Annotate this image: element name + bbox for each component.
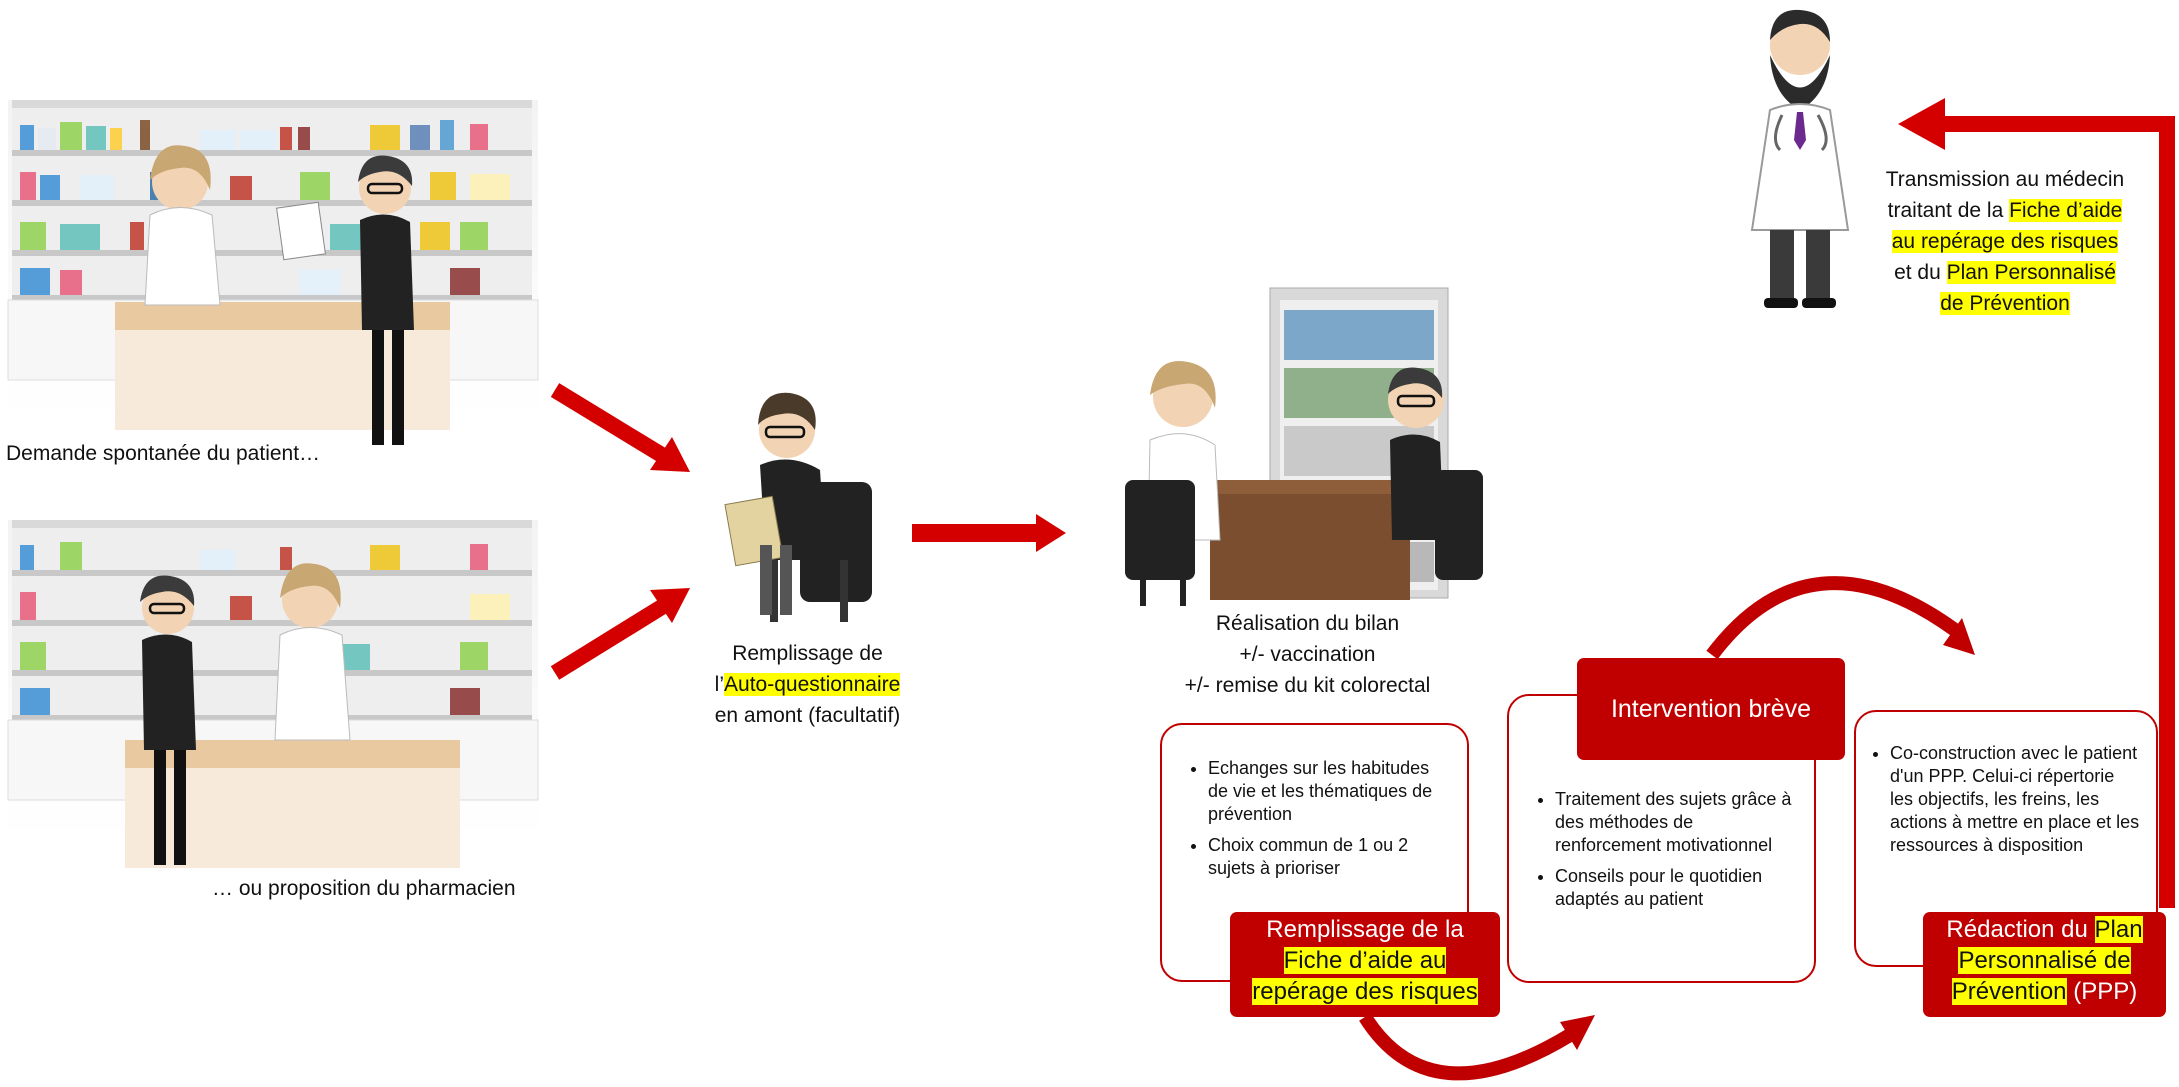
caption-questionnaire-prefix: l’	[714, 673, 725, 696]
ppp-label-line3: Prévention (PPP)	[1923, 976, 2166, 1007]
prevention-highlight: de Prévention	[1940, 292, 2070, 315]
fiche-label-line3: repérage des risques	[1230, 976, 1500, 1007]
arrow-pharmacy1-to-questionnaire	[550, 383, 690, 472]
caption-questionnaire-line1: Remplissage de	[732, 642, 883, 665]
ppp-label: Rédaction du Plan Personnalisé de Préven…	[1923, 912, 2166, 1017]
fiche-label: Remplissage de la Fiche d’aide au repéra…	[1230, 912, 1500, 1017]
caption-transmission-prefix1: traitant de la	[1887, 199, 2010, 222]
caption-transmission-line5: de Prévention	[1875, 288, 2135, 319]
fiche-bullet: Choix commun de 1 ou 2 sujets à priorise…	[1208, 834, 1451, 880]
caption-transmission-line2: traitant de la Fiche d’aide	[1875, 195, 2135, 226]
caption-questionnaire: Remplissage de l’Auto-questionnaire en a…	[690, 638, 925, 731]
reperage-highlight: au repérage des risques	[1891, 230, 2119, 253]
arrow-questionnaire-to-bilan	[912, 514, 1066, 552]
caption-bilan: Réalisation du bilan +/- vaccination +/-…	[1150, 608, 1465, 701]
fiche-highlight: Fiche d’aide	[2009, 199, 2123, 222]
fiche-bullet: Echanges sur les habitudes de vie et les…	[1208, 757, 1451, 826]
fiche-label-line2: Fiche d’aide au	[1230, 945, 1500, 976]
ppp-label-prefix: Rédaction du	[1946, 916, 2095, 943]
caption-transmission-line4: et du Plan Personnalisé	[1875, 257, 2135, 288]
caption-bilan-line3: +/- remise du kit colorectal	[1184, 674, 1431, 697]
caption-proposal: … ou proposition du pharmacien	[212, 877, 516, 900]
arrow-curve-intervention-to-ppp	[1706, 576, 1975, 660]
patient-filling-form-illustration	[724, 392, 872, 622]
ppp-bullet-list: Co-construction avec le patient d'un PPP…	[1856, 712, 2156, 857]
pharmacy-scene-illustration	[7, 520, 539, 868]
fiche-bullet-list: Echanges sur les habitudes de vie et les…	[1162, 725, 1467, 880]
ppp-label-highlight3: Prévention	[1951, 978, 2067, 1005]
intervention-label: Intervention brève	[1577, 658, 1845, 760]
consultation-office-illustration	[1125, 287, 1483, 606]
caption-questionnaire-line2: l’Auto-questionnaire	[690, 669, 925, 700]
caption-transmission-line1: Transmission au médecin	[1885, 168, 2125, 191]
ppp-bullet: Co-construction avec le patient d'un PPP…	[1890, 742, 2142, 857]
doctor-illustration	[1750, 9, 1850, 308]
caption-bilan-line1: Réalisation du bilan	[1215, 612, 1400, 635]
auto-questionnaire-highlight: Auto-questionnaire	[724, 673, 901, 696]
ppp-label-suffix: (PPP)	[2066, 978, 2138, 1005]
caption-bilan-line2: +/- vaccination	[1239, 643, 1376, 666]
ppp-label-highlight1: Plan	[2094, 916, 2143, 943]
fiche-label-highlight2: repérage des risques	[1252, 978, 1478, 1005]
ppp-label-line1: Rédaction du Plan	[1923, 914, 2166, 945]
intervention-bullet: Conseils pour le quotidien adaptés au pa…	[1555, 865, 1798, 911]
fiche-label-line1: Remplissage de la	[1266, 916, 1464, 943]
intervention-bullet-list: Traitement des sujets grâce à des méthod…	[1509, 696, 1814, 911]
ppp-label-highlight2: Personnalisé de	[1958, 947, 2131, 974]
intervention-bullet: Traitement des sujets grâce à des méthod…	[1555, 788, 1798, 857]
caption-transmission-prefix2: et du	[1894, 261, 1947, 284]
ppp-label-line2: Personnalisé de	[1923, 945, 2166, 976]
arrow-pharmacy2-to-questionnaire	[550, 588, 690, 680]
caption-transmission: Transmission au médecin traitant de la F…	[1875, 164, 2135, 319]
caption-questionnaire-line3: en amont (facultatif)	[714, 704, 901, 727]
caption-transmission-line3: au repérage des risques	[1875, 226, 2135, 257]
caption-spontaneous: Demande spontanée du patient…	[6, 442, 321, 465]
arrow-ppp-to-doctor	[1898, 98, 2175, 908]
arrow-curve-fiche-to-intervention	[1359, 1013, 1595, 1081]
plan-highlight: Plan Personnalisé	[1946, 261, 2116, 284]
pharmacy-scene-illustration	[7, 100, 539, 445]
fiche-label-highlight1: Fiche d’aide au	[1283, 947, 1447, 974]
